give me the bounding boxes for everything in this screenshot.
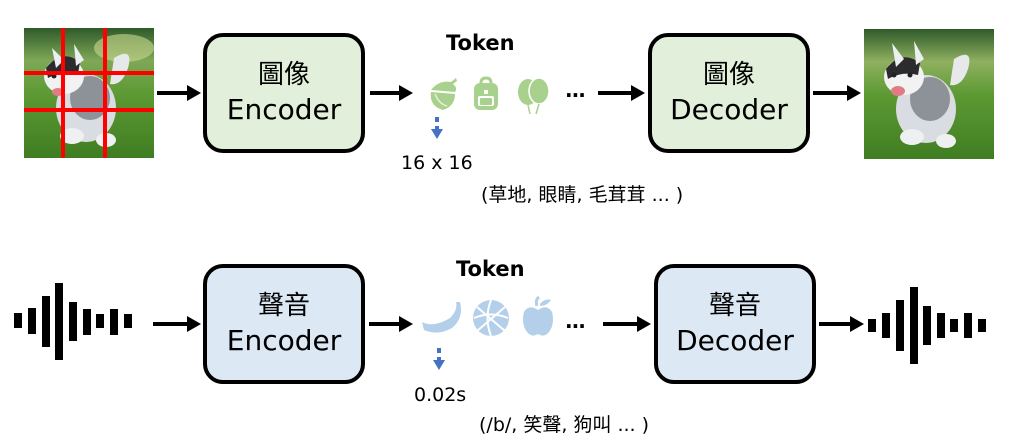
image-token-ellipsis: ... <box>565 78 586 102</box>
audio-decoder-title: 聲音 <box>708 291 761 321</box>
audio-token-title: Token <box>456 257 525 281</box>
waveform-bar <box>110 309 118 335</box>
acorn-icon <box>430 78 457 110</box>
arrow-decoder-to-image <box>813 85 861 101</box>
waveform-bar <box>868 319 876 332</box>
arrow-encoder-to-tokens <box>370 85 413 101</box>
arrow-audio-encoder-to-tokens <box>369 316 413 332</box>
audio-encoder-title: 聲音 <box>257 291 310 321</box>
image-encoder-box: 圖像 Encoder <box>203 33 365 153</box>
arrow-tokens-to-decoder <box>598 85 645 101</box>
waveform-bar <box>964 313 972 338</box>
waveform-bar <box>69 302 77 341</box>
husky-reconstructed-photo <box>864 29 994 159</box>
waveform-bar <box>124 314 132 328</box>
waveform-bar <box>923 306 931 345</box>
arrow-audio-to-encoder <box>153 316 201 332</box>
apple-icon <box>523 296 553 336</box>
backpack-icon <box>474 76 498 110</box>
waveform-bar <box>950 319 958 332</box>
input-dog-image <box>24 28 154 158</box>
waveform-bar <box>83 309 91 335</box>
waveform-bar <box>28 308 36 334</box>
image-down-arrow-icon <box>431 117 443 139</box>
waveform-bar <box>937 313 945 338</box>
waveform-bar <box>55 283 63 360</box>
audio-encoder-box: 聲音 Encoder <box>203 264 365 384</box>
arrow-audio-tokens-to-decoder <box>603 316 651 332</box>
image-decoder-subtitle: Decoder <box>670 93 788 126</box>
image-encoder-subtitle: Encoder <box>226 93 342 126</box>
waveform-bar <box>910 287 918 364</box>
audio-token-ellipsis: ... <box>565 309 586 333</box>
image-decoder-box: 圖像 Decoder <box>648 33 810 153</box>
image-patch-size: 16 x 16 <box>401 152 473 174</box>
input-waveform <box>0 0 140 448</box>
image-token-examples: (草地, 眼睛, 毛茸茸 ... ) <box>481 184 684 206</box>
waveform-bar <box>882 313 890 338</box>
basketball-icon <box>473 299 509 337</box>
image-decoder-title: 圖像 <box>702 60 755 90</box>
arrow-image-to-encoder <box>157 85 201 101</box>
audio-down-arrow-icon <box>433 348 445 370</box>
waveform-bar <box>896 300 904 351</box>
output-dog-image <box>864 29 994 159</box>
audio-token-examples: (/b/, 笑聲, 狗叫 ... ) <box>479 414 650 436</box>
audio-decoder-subtitle: Decoder <box>676 324 794 357</box>
balloons-icon <box>518 77 550 115</box>
waveform-bar <box>96 314 104 328</box>
audio-encoder-subtitle: Encoder <box>226 324 342 357</box>
waveform-bar <box>42 296 50 347</box>
banana-icon <box>422 301 461 333</box>
audio-frame-size: 0.02s <box>414 384 467 406</box>
arrow-decoder-to-audio <box>819 316 864 332</box>
waveform-bar <box>978 319 986 332</box>
waveform-bar <box>14 313 22 328</box>
audio-decoder-box: 聲音 Decoder <box>654 264 816 384</box>
image-token-title: Token <box>446 31 515 55</box>
image-encoder-title: 圖像 <box>257 60 310 90</box>
husky-grid-photo <box>24 28 154 158</box>
